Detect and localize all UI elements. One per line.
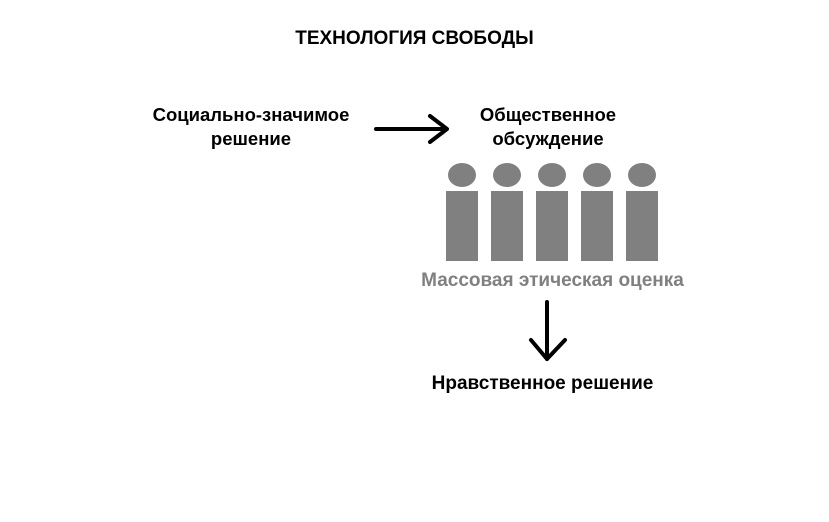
person-icon <box>491 163 523 261</box>
person-head <box>493 163 521 187</box>
public-discussion-line1: Общественное <box>479 104 617 125</box>
person-body <box>491 191 523 261</box>
diagram-title: ТЕХНОЛОГИЯ СВОБОДЫ <box>295 28 534 49</box>
moral-decision-label: Нравственное решение <box>431 373 654 394</box>
person-icon <box>536 163 568 261</box>
person-body <box>581 191 613 261</box>
public-discussion-line2: обсуждение <box>492 128 604 149</box>
arrow-down-icon <box>529 300 567 361</box>
person-head <box>583 163 611 187</box>
social-decision-line2: решение <box>210 128 292 149</box>
person-body <box>626 191 658 261</box>
person-icon <box>446 163 478 261</box>
person-body <box>536 191 568 261</box>
person-icon <box>581 163 613 261</box>
mass-ethical-evaluation-label: Массовая этическая оценка <box>421 270 684 291</box>
person-head <box>628 163 656 187</box>
person-head <box>538 163 566 187</box>
person-body <box>446 191 478 261</box>
people-group <box>446 163 658 261</box>
public-discussion-label: Общественное обсуждение <box>438 103 658 151</box>
social-decision-label: Социально-значимое решение <box>126 103 376 151</box>
person-icon <box>626 163 658 261</box>
arrow-right-icon <box>374 114 449 144</box>
person-head <box>448 163 476 187</box>
social-decision-line1: Социально-значимое <box>152 104 350 125</box>
